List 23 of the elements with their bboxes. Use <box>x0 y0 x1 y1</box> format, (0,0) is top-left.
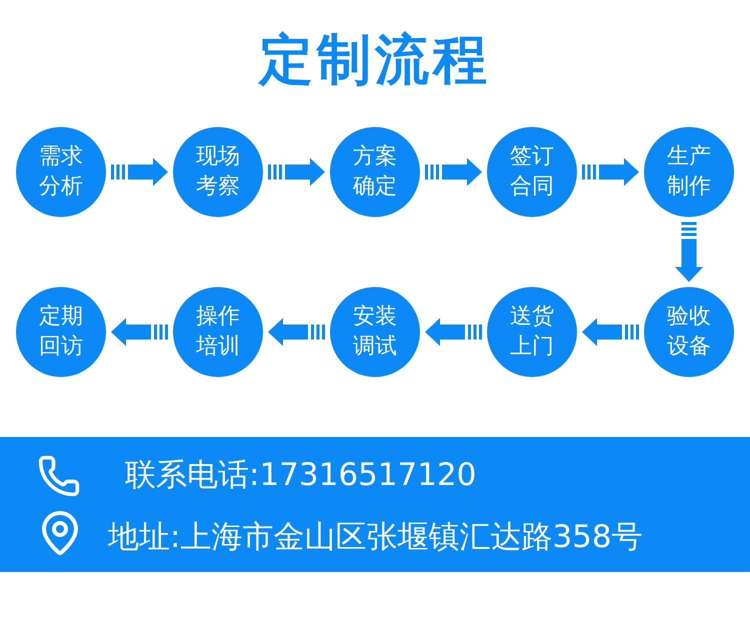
arrow <box>111 158 168 186</box>
step-label: 验收设备 <box>666 303 712 361</box>
title: 定制流程 <box>257 27 492 93</box>
address-text: 地址:上海市金山区张堰镇汇达路358号 <box>108 518 643 557</box>
step-label: 现场考察 <box>195 143 241 201</box>
step-label: 方案确定 <box>352 143 398 201</box>
step-label: 需求分析 <box>38 143 84 201</box>
step-label: 安装调试 <box>352 303 398 361</box>
contact-banner <box>0 437 750 572</box>
phone-text: 联系电话:17316517120 <box>125 456 476 495</box>
arrow <box>268 318 325 346</box>
step-label: 定期回访 <box>38 303 84 361</box>
arrow <box>582 158 639 186</box>
arrow <box>675 222 703 282</box>
step-label: 签订合同 <box>509 143 555 201</box>
step-label: 生产制作 <box>666 143 712 201</box>
arrow <box>425 318 482 346</box>
arrow <box>111 318 168 346</box>
arrow <box>582 318 639 346</box>
step-label: 送货上门 <box>509 303 555 361</box>
arrow <box>425 158 482 186</box>
arrow <box>268 158 325 186</box>
step-label: 操作培训 <box>195 303 241 361</box>
